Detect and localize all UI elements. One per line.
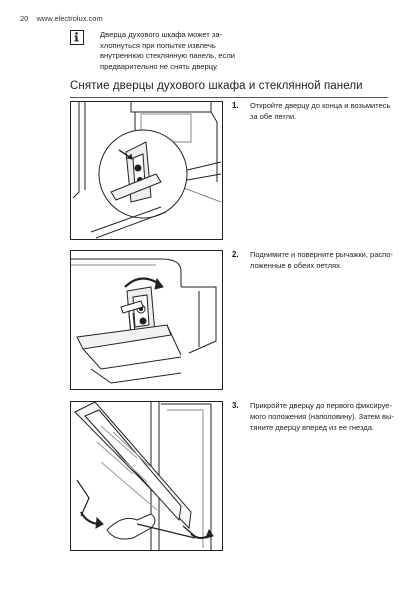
step-line: Прикройте дверцу до первого фиксируе-	[250, 401, 392, 410]
step-number: 3.	[232, 401, 239, 410]
step-line: мого положения (наполовину). Затем вы-	[250, 411, 394, 421]
warning-note: Дверца духового шкафа может за- хлопнуть…	[100, 30, 270, 72]
section-title: Снятие дверцы духового шкафа и стеклянно…	[70, 80, 363, 92]
step-text: Поднимите и поверните рычажки, распо- ло…	[250, 250, 400, 272]
site-url: www.electrolux.com	[36, 14, 103, 23]
note-line: внутреннюю стеклянную панель, если	[100, 51, 235, 61]
door-hinge-illustration	[70, 101, 223, 240]
section-divider	[70, 97, 388, 98]
note-line: хлопнуться при попытке извлечь	[100, 40, 216, 50]
step-text: Откройте дверцу до конца и возьмитесь за…	[250, 101, 400, 123]
step-line: тяните дверцу вперед из ее гнезда.	[250, 422, 374, 432]
page-header: 20 www.electrolux.com	[20, 14, 103, 23]
step-line: ложенные в обеих петлях.	[250, 260, 342, 270]
note-line: Дверца духового шкафа может за-	[100, 30, 223, 39]
step-line: Откройте дверцу до конца и возьмитесь	[250, 101, 391, 110]
info-icon	[70, 30, 84, 45]
hinge-lever-illustration	[70, 250, 223, 390]
step-number: 1.	[232, 101, 239, 110]
step-number: 2.	[232, 250, 239, 259]
note-line: предварительно не снять дверцу.	[100, 61, 219, 71]
step-line: за обе петли.	[250, 111, 297, 121]
door-removal-illustration	[70, 401, 223, 551]
page-number: 20	[20, 14, 29, 23]
step-text: Прикройте дверцу до первого фиксируе- мо…	[250, 401, 400, 433]
step-line: Поднимите и поверните рычажки, распо-	[250, 250, 393, 259]
